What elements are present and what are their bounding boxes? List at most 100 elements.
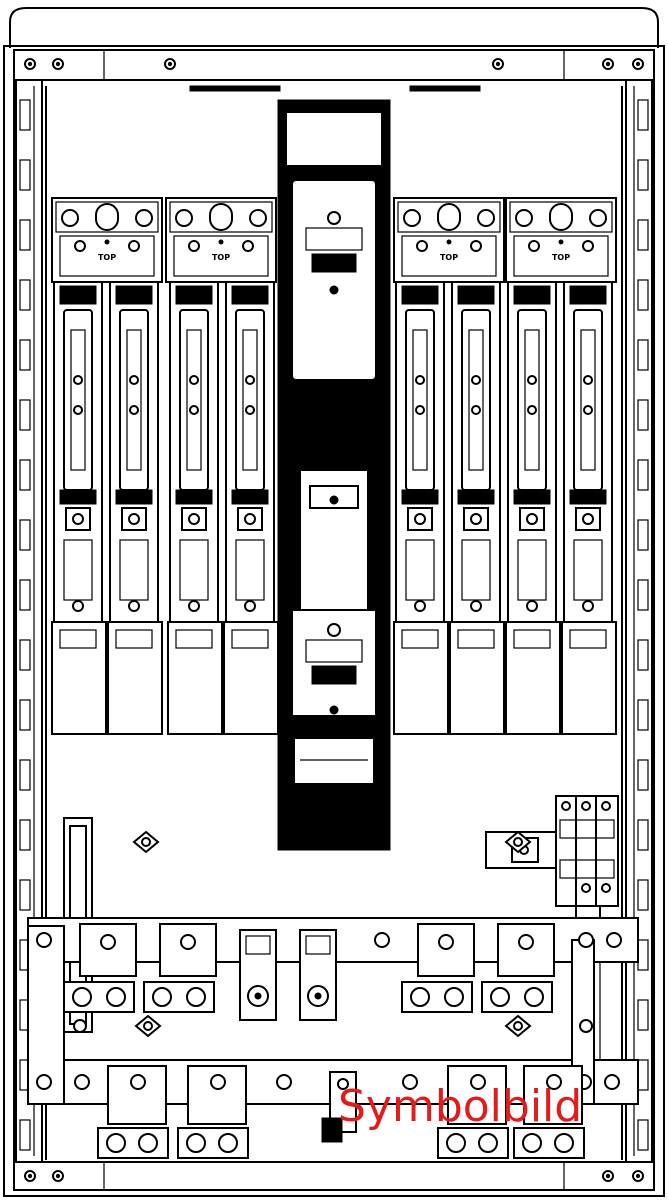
rail-slot <box>19 579 31 611</box>
fuse-holder-screw <box>188 600 200 612</box>
fuse-holder-screw <box>72 513 84 525</box>
rail-slot <box>637 1119 649 1151</box>
fuse-cartridge <box>405 309 435 491</box>
rail-slot <box>637 399 649 431</box>
fuse-holder-cap <box>513 285 551 305</box>
fuse-base-screw <box>135 209 153 227</box>
rail-slot <box>637 1059 649 1091</box>
rail-slot <box>637 159 649 191</box>
terminal-screw <box>410 987 430 1007</box>
fuse-cartridge-window <box>580 329 596 471</box>
terminal-screw <box>186 1133 206 1153</box>
fuse-base-top-label: TOP <box>212 253 230 262</box>
fuse-cartridge <box>573 309 603 491</box>
rail-slot <box>19 399 31 431</box>
fuse-base-dot <box>218 239 224 245</box>
terminal-screw <box>106 987 126 1007</box>
busbar-hole <box>402 1074 418 1090</box>
terminal-tab <box>305 935 331 955</box>
terminal-screw <box>490 987 510 1007</box>
fuse-base-top <box>397 201 501 233</box>
terminal-screw <box>106 1133 126 1153</box>
fuse-base-slot <box>209 203 233 231</box>
fuse-holder-screw <box>414 513 426 525</box>
fuse-label-tab <box>231 629 269 649</box>
fuse-label-panel <box>51 621 107 735</box>
terminal-hole <box>470 1074 486 1090</box>
fuse-holder-cap <box>175 285 213 305</box>
fuse-cartridge <box>179 309 209 491</box>
terminal-hole <box>130 1074 146 1090</box>
fuse-label-panel <box>107 621 163 735</box>
fuse-base-pin <box>416 240 428 252</box>
fuse-cartridge <box>235 309 265 491</box>
fuse-rivet <box>527 405 537 415</box>
fuse-holder-clamp <box>457 489 495 505</box>
terminal-screw <box>524 987 544 1007</box>
fuse-label-tab <box>569 629 607 649</box>
busbar-hole <box>374 932 390 948</box>
rail-slot <box>19 639 31 671</box>
fuse-holder-screw <box>128 513 140 525</box>
fuse-label-tab <box>175 629 213 649</box>
fuse-holder <box>225 281 275 623</box>
fuse-holder <box>109 281 159 623</box>
fuse-base-pin <box>242 240 254 252</box>
screw-center <box>27 1173 33 1179</box>
busbar-terminal <box>97 1065 169 1159</box>
terminal-screw <box>444 987 464 1007</box>
rail-slot <box>637 519 649 551</box>
terminal-screw <box>218 1133 238 1153</box>
terminals <box>63 923 585 1159</box>
fuse-cartridge-window <box>126 329 142 471</box>
fuse-cartridge-window <box>70 329 86 471</box>
terminal-screw <box>446 1133 466 1153</box>
fuse-base-dot <box>104 239 110 245</box>
screw-center <box>167 61 173 67</box>
busbar-hole <box>74 1074 90 1090</box>
fuse-holder-screw <box>582 600 594 612</box>
mounting-screws <box>24 58 644 1182</box>
fuse-holder <box>395 281 445 623</box>
fuse-base-screw <box>249 209 267 227</box>
fuse-holder-cap <box>59 285 97 305</box>
busbar-terminal <box>401 923 475 1013</box>
fuse-base-screw <box>515 209 533 227</box>
fuse-rivet <box>245 375 255 385</box>
fuse-base-top-label: TOP <box>552 253 570 262</box>
fuse-base-top-label: TOP <box>98 253 116 262</box>
rail-slot <box>637 339 649 371</box>
fuse-base-dot <box>446 239 452 245</box>
rail-slot <box>637 219 649 251</box>
busbar-terminal <box>299 929 337 1021</box>
fuse-rivet <box>73 405 83 415</box>
fuse-base-screw <box>477 209 495 227</box>
terminal-screw <box>554 1133 574 1153</box>
fuse-holder-clamp <box>175 489 213 505</box>
terminal-screw <box>186 987 206 1007</box>
main-disconnector <box>277 99 391 851</box>
fuse-rivet <box>129 375 139 385</box>
fuse-holders <box>53 281 613 623</box>
busbar-hole <box>578 932 594 948</box>
rail-slot <box>637 999 649 1031</box>
busbar-terminal <box>177 1065 249 1159</box>
fuse-rivet <box>583 375 593 385</box>
fuse-holder-screw <box>470 513 482 525</box>
fuse-label-tab <box>401 629 439 649</box>
fuse-label-tab <box>115 629 153 649</box>
fuse-holder-clamp <box>115 489 153 505</box>
rail-slot <box>19 819 31 851</box>
busbar-terminal <box>437 1065 509 1159</box>
fuse-label-panel <box>449 621 505 735</box>
fuse-base-pin <box>188 240 200 252</box>
terminal-screw <box>152 987 172 1007</box>
rail-slot <box>637 639 649 671</box>
busbar-holes <box>36 932 622 1090</box>
fuse-cartridge <box>461 309 491 491</box>
fuse-rivet <box>583 405 593 415</box>
fuse-base-pin <box>528 240 540 252</box>
busbar-terminal <box>143 923 217 1013</box>
